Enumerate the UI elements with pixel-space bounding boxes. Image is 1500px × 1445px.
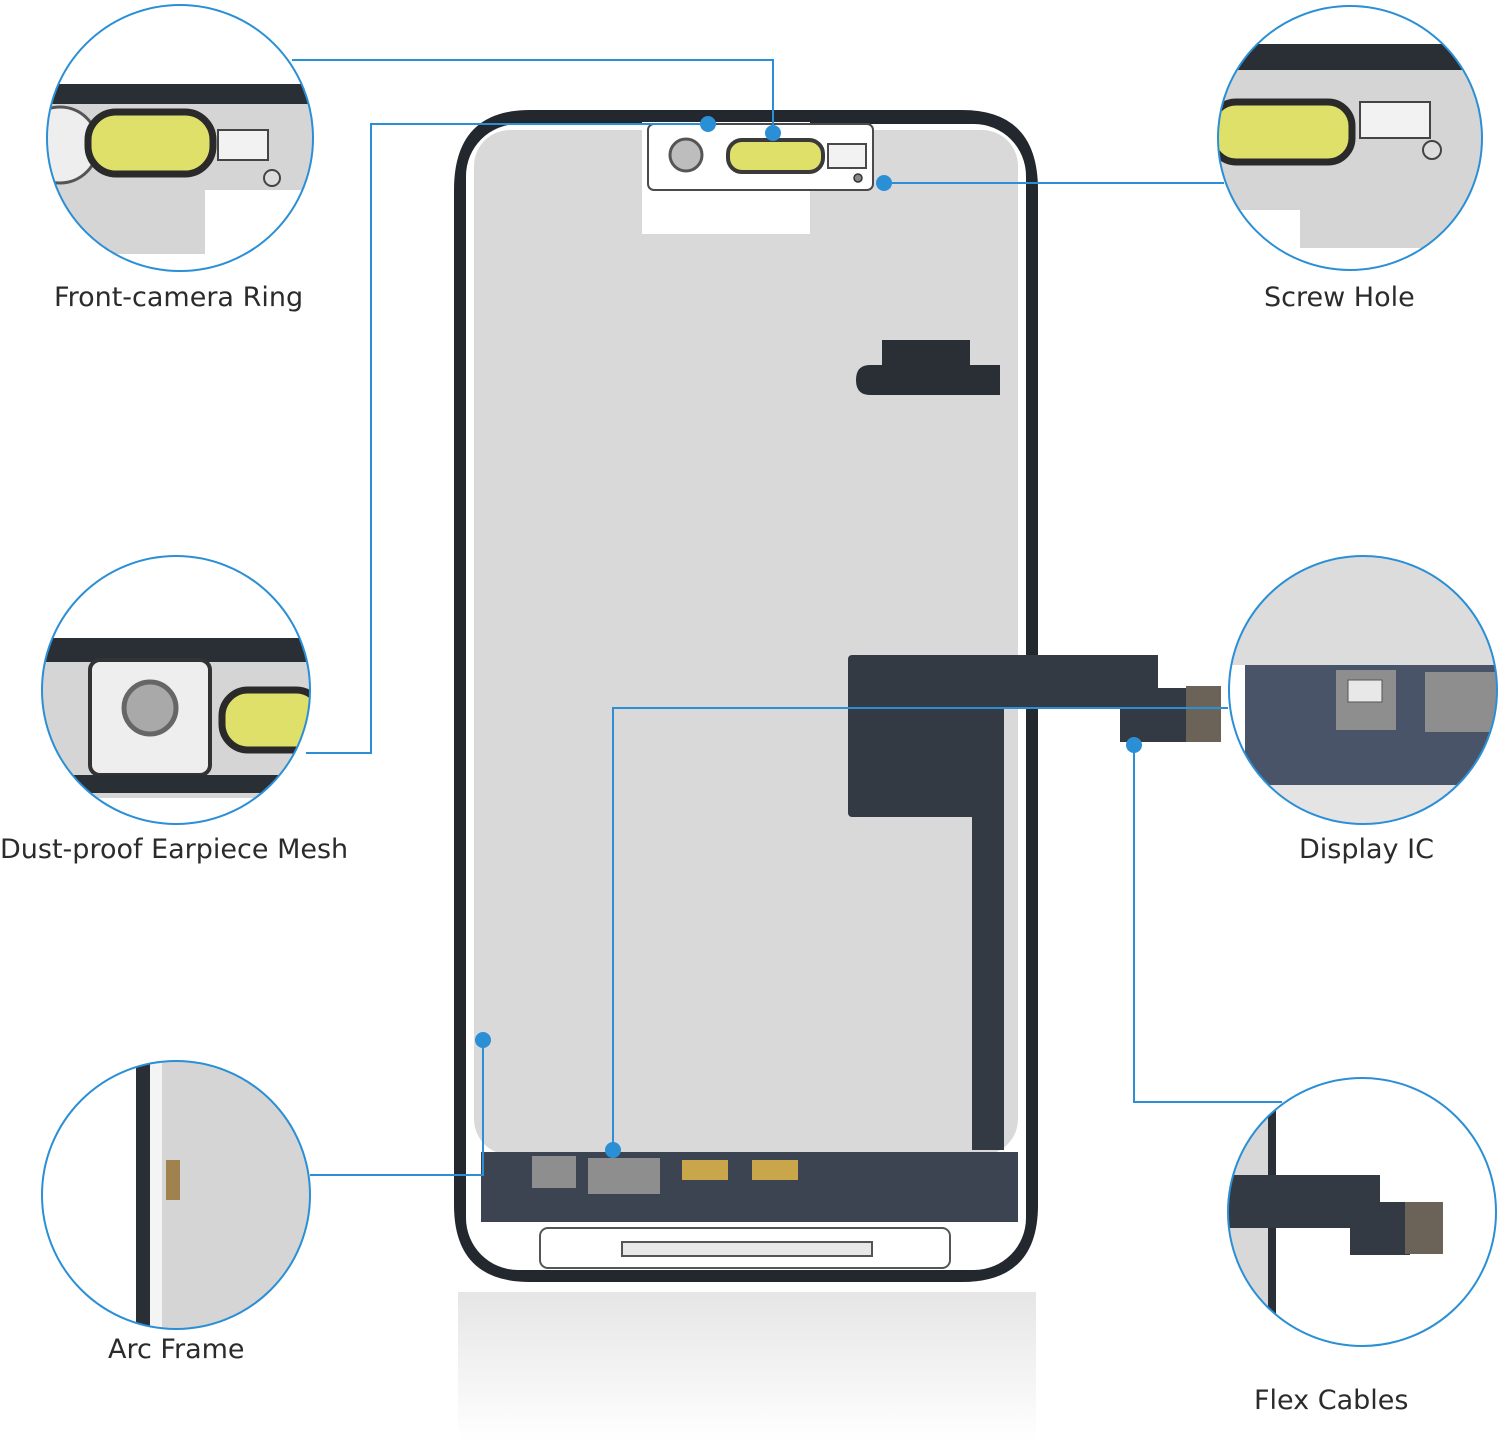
display-ic-chip (532, 1156, 576, 1188)
zoom-screw-hole (1217, 5, 1483, 271)
label-screw-hole: Screw Hole (1264, 282, 1415, 313)
flex-ribbon (972, 655, 1190, 1150)
callout-lines (292, 59, 1282, 1176)
zoom-front-camera-ring (46, 4, 314, 272)
callout-dot (765, 125, 781, 141)
flex-connector (1186, 686, 1221, 742)
callout-line-front-camera (292, 59, 774, 133)
camera-ring (668, 137, 704, 173)
callout-line-arc-frame (310, 1040, 484, 1176)
ic-pads-1 (682, 1160, 728, 1180)
zoom-display-ic (1228, 555, 1498, 825)
callout-line-flex (1133, 745, 1282, 1103)
callout-dot (475, 1032, 491, 1048)
ic-pads-2 (752, 1160, 798, 1180)
flex-block (848, 655, 976, 817)
earpiece-connector (827, 143, 867, 169)
callout-dot (700, 116, 716, 132)
screw-hole (853, 173, 863, 183)
display-ic-chip-2 (588, 1158, 660, 1194)
bottom-strip (621, 1241, 873, 1257)
zoom-flex-cables (1227, 1077, 1497, 1347)
zoom-arc-frame (41, 1060, 311, 1330)
label-flex-cables: Flex Cables (1254, 1385, 1409, 1416)
callout-line-display-ic (612, 707, 1228, 1150)
callout-dots (475, 116, 1142, 1158)
black-tab (856, 340, 1000, 395)
label-front-camera-ring: Front-camera Ring (54, 282, 304, 313)
label-dust-proof-mesh: Dust-proof Earpiece Mesh (0, 834, 349, 865)
callout-dot (1126, 737, 1142, 753)
phone-reflection (458, 1292, 1036, 1442)
zoom-earpiece-mesh (41, 555, 311, 825)
panel-surface (474, 130, 1018, 1155)
callout-dot (605, 1142, 621, 1158)
callout-dot (876, 175, 892, 191)
label-display-ic: Display IC (1299, 834, 1434, 865)
label-arc-frame: Arc Frame (108, 1334, 245, 1365)
lcd-screen-assembly (454, 110, 1221, 1282)
earpiece-mesh (726, 138, 825, 174)
callout-line-dust-mesh (306, 123, 708, 754)
